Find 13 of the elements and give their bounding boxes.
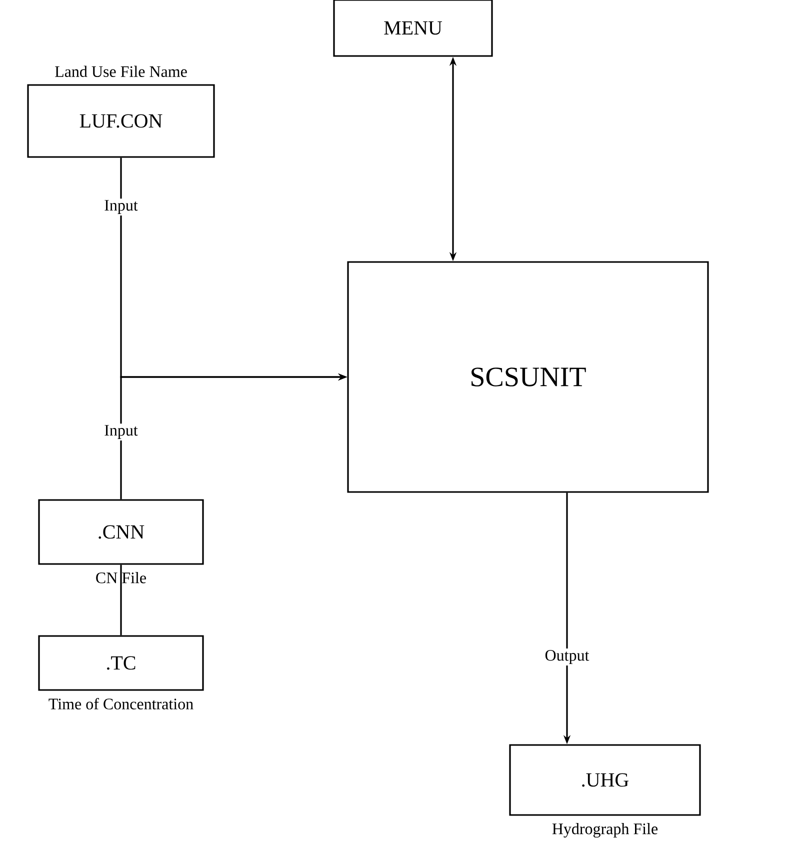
edge-label: Input (102, 198, 140, 216)
edge-label: Output (543, 648, 591, 666)
node-caption: Time of Concentration (48, 698, 194, 710)
node-caption: CN File (96, 572, 146, 584)
process-box: .CNN (38, 499, 204, 565)
process-box: .TC (38, 635, 204, 691)
process-box: SCSUNIT (347, 261, 709, 493)
process-box: MENU (333, 0, 493, 57)
process-box: LUF.CON (27, 84, 215, 158)
edge-label: Input (102, 424, 140, 440)
process-box: .UHG (509, 744, 701, 816)
node-caption: Hydrograph File (552, 823, 658, 838)
node-caption: Land Use File Name (55, 66, 187, 77)
